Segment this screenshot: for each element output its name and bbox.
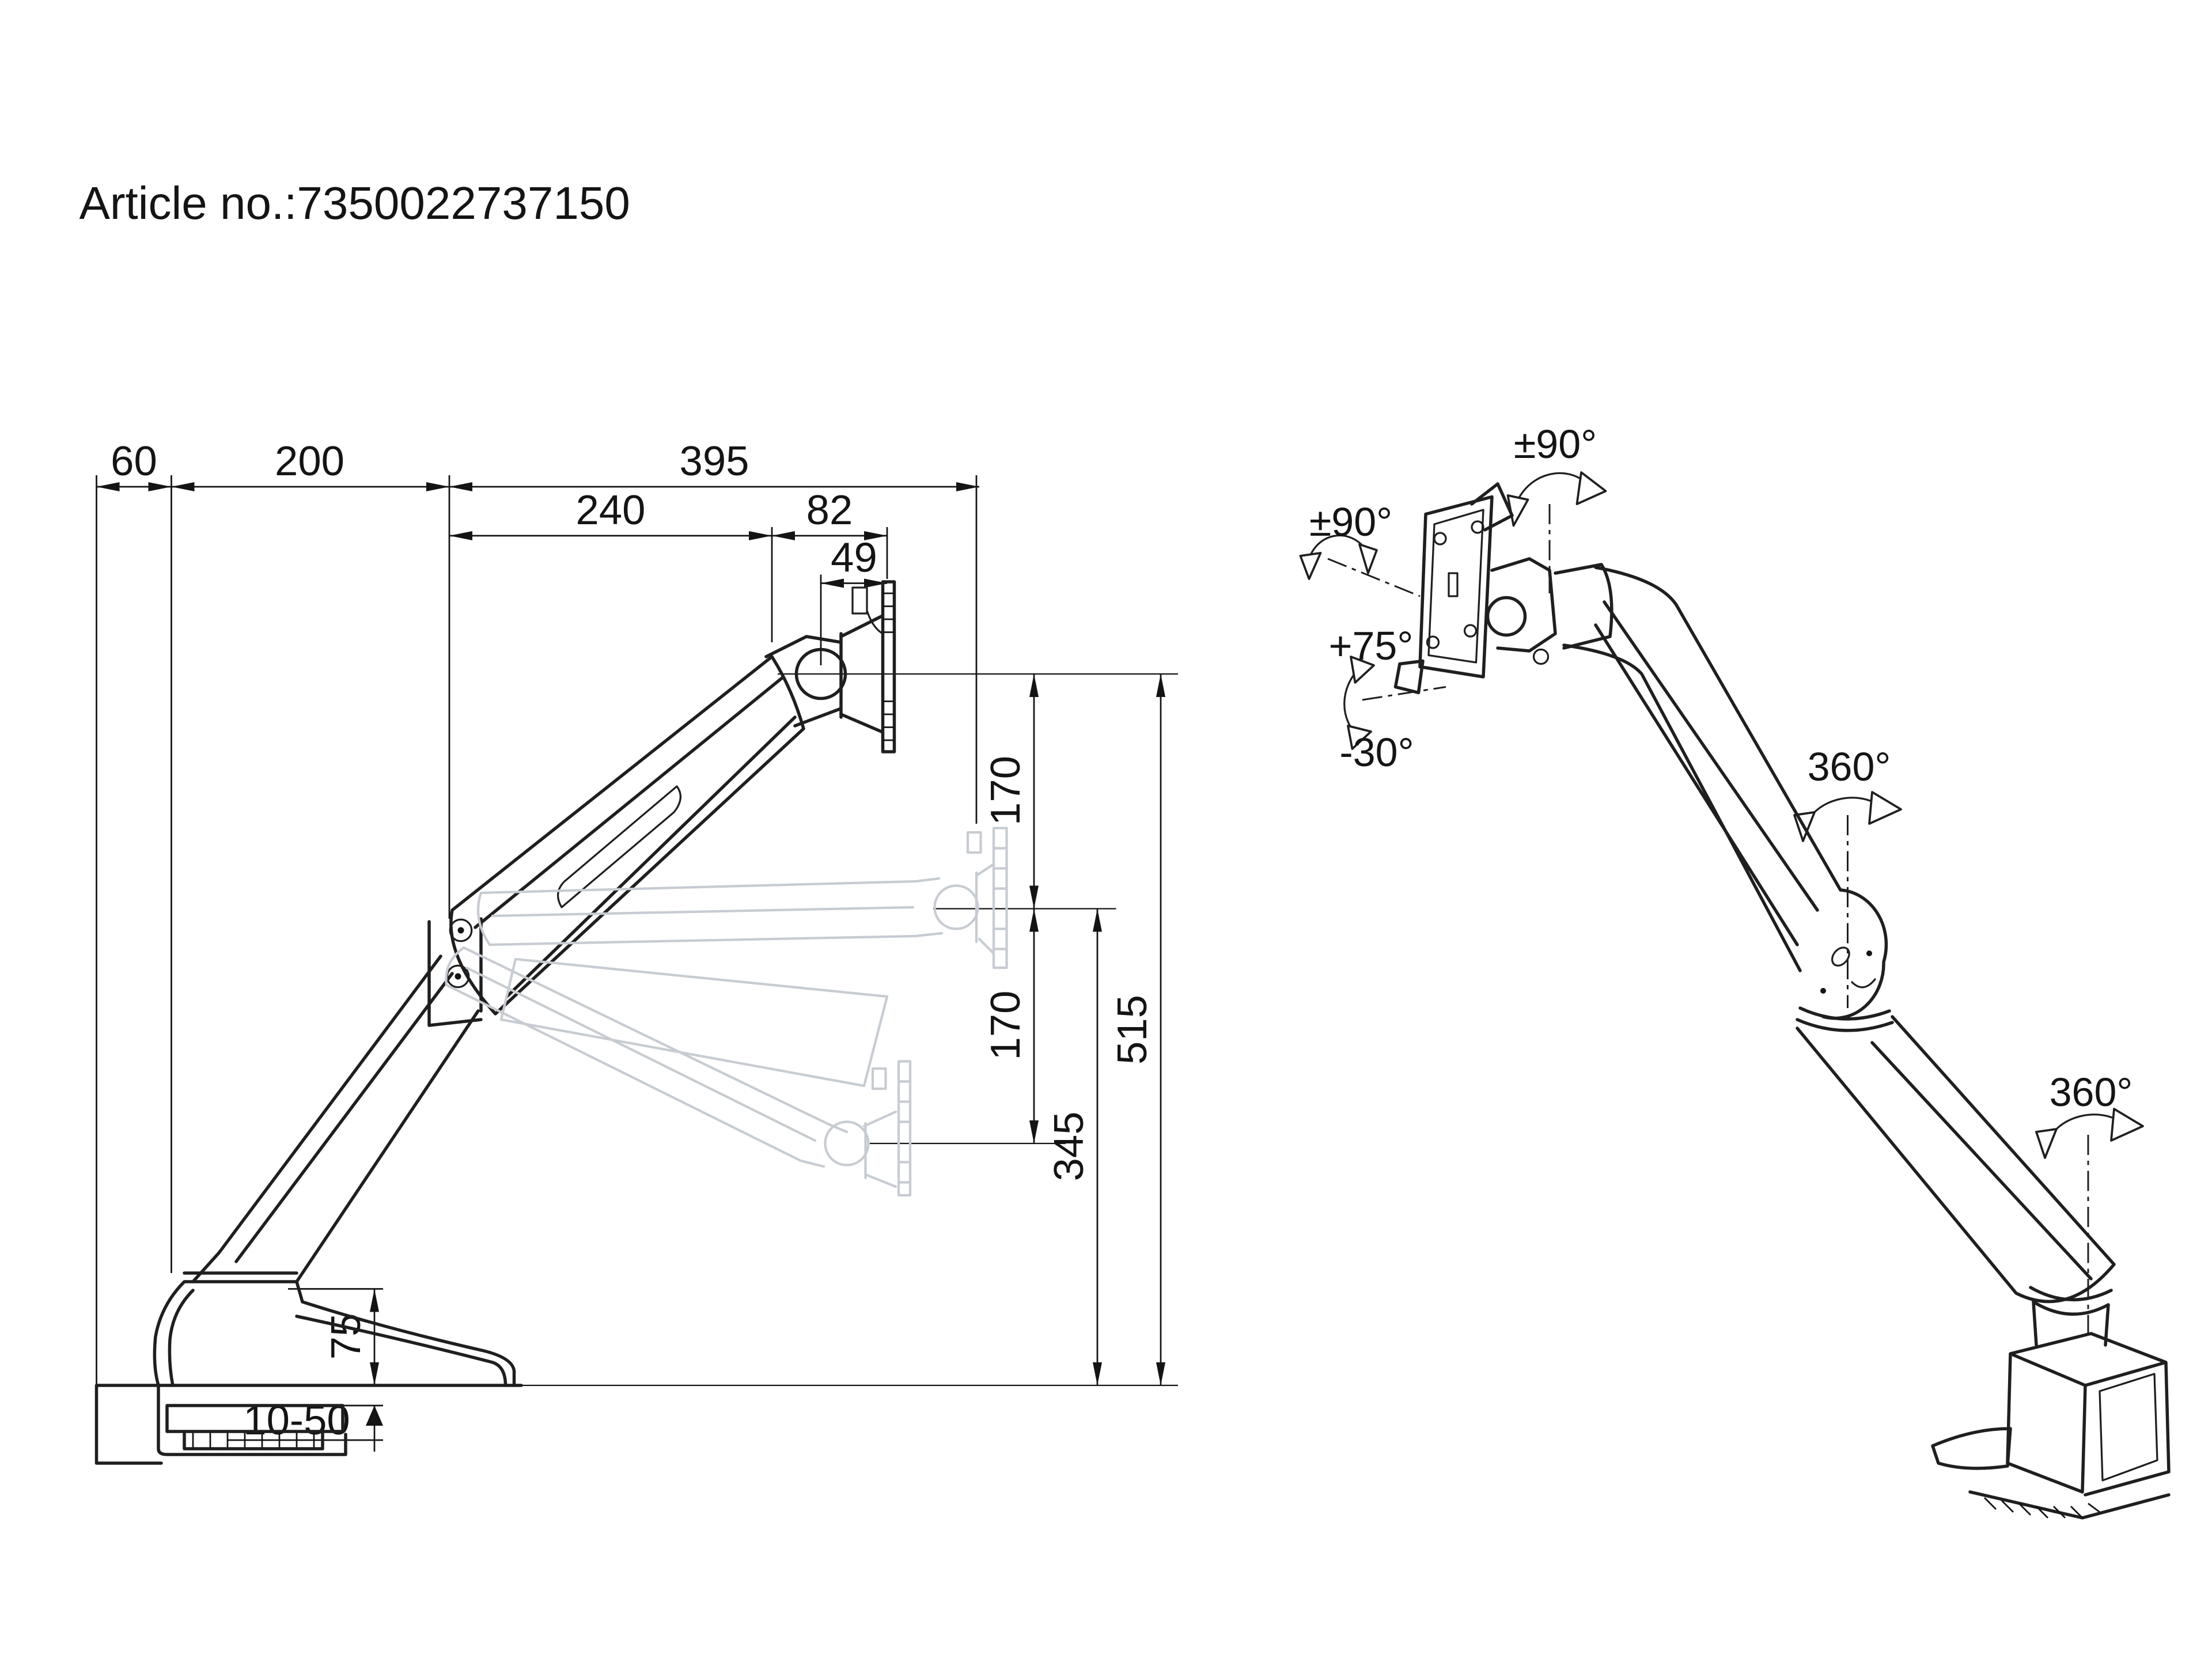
dim-label-200: 200 [275,438,344,484]
ghost-middle-arm [476,877,944,1088]
ghost-low-ball [824,1120,870,1166]
ghost-middle-bracket [975,862,995,955]
vesa-hole [1433,532,1447,546]
rotation-arrow-heads-icon [1299,471,2144,1159]
ghost-middle-vesa-plate [966,827,1008,969]
clamp-plate-hatching-3d [1984,1497,2100,1518]
elbow-detail-dot [1820,988,1826,994]
elbow-detail [1831,946,1876,988]
rotation-axis-lines [1327,504,2089,1339]
dim-label-170-lower: 170 [982,991,1029,1060]
tilt-knob [1532,648,1550,665]
gas-spring-cover-slot [557,785,681,908]
elbow-pivot-lower-dot [454,973,461,980]
vesa-plate-inner [1427,509,1484,664]
elbow-detail-dot [1866,950,1872,956]
angle-label-tilt-up: +75° [1329,623,1414,668]
vesa-hole [1463,624,1478,638]
ghost-low-bracket [862,1110,897,1188]
dim-label-49: 49 [831,535,877,581]
dim-label-395: 395 [680,438,749,484]
ghost-low-arm [445,946,849,1168]
perspective-view: ±90° ±90° +75° -30° 360° 360° [1299,422,2171,1520]
elbow-3d [1796,888,1894,1032]
angle-label-vesa-rotation: ±90° [1514,422,1597,467]
angle-label-base-rotation: 360° [2050,1070,2133,1115]
vesa-hole [1426,635,1440,649]
angle-label-elbow-rotation: 360° [1808,744,1891,789]
head-bracket-3d [1490,557,1613,653]
dim-label-170-upper: 170 [982,756,1029,825]
clamp-pocket [2099,1373,2158,1482]
angle-label-tilt-down: -30° [1339,730,1414,775]
rotation-arrow-bands [1306,472,2124,1147]
vesa-plate-side [881,580,896,753]
dim-label-345: 345 [1046,1112,1092,1181]
vesa-plate-3d [1393,482,1514,695]
upper-arm-3d [1562,566,1842,972]
head-yoke [764,632,843,728]
ghost-low-vesa-plate [871,1060,912,1197]
head-bracket [839,615,883,733]
ball-joint [794,647,847,700]
vesa-plate-ticks [882,592,895,741]
base-collar [2029,1286,2113,1347]
side-view: 60 200 395 240 82 49 170 170 345 515 75 … [94,438,1178,1465]
desk-surface [94,1384,523,1465]
gas-spring-arm [449,655,805,1016]
ghost-position-low [445,946,912,1197]
dim-label-240: 240 [576,487,646,533]
desk-clamp-3d [1931,1332,2171,1520]
dim-arrow-10-50 [366,1406,383,1426]
article-number: Article no.:7350022737150 [79,177,630,229]
dim-label-82: 82 [806,487,853,533]
head-ball-3d [1486,596,1527,637]
vesa-hole [1471,520,1484,534]
extension-lines [96,475,978,1441]
dim-label-60: 60 [111,438,157,484]
cable-clip [851,586,884,635]
dim-label-515: 515 [1109,995,1156,1065]
ghost-middle-ball [933,884,979,930]
clamp-pad-hatching [192,1433,315,1448]
lower-arm-3d [1796,1015,2116,1304]
lower-arm [191,955,480,1283]
elbow-pivot-upper-dot [457,927,464,934]
angle-label-swivel: ±90° [1309,499,1392,544]
desk-clamp [153,1271,516,1456]
center-axis-lines [521,673,1178,1387]
ghost-position-middle [476,827,1008,1088]
